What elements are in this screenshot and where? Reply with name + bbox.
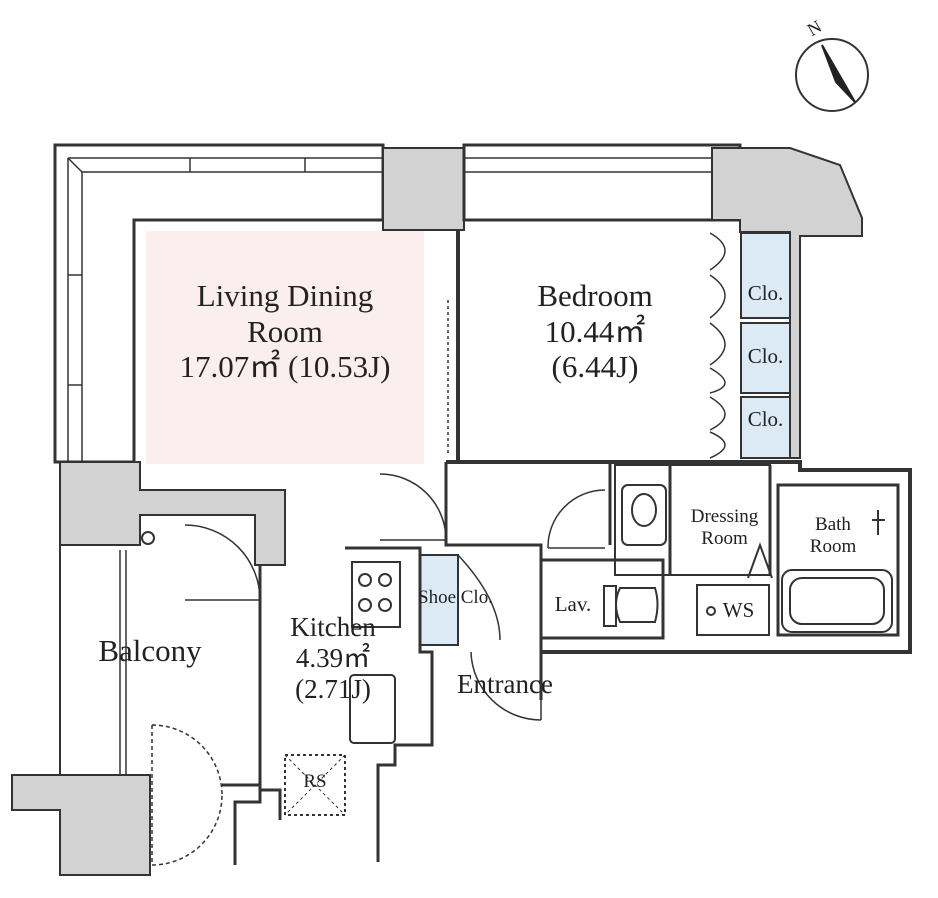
window-corner <box>67 157 83 173</box>
window-frame-west <box>67 157 383 462</box>
entrance-label: Entrance <box>457 669 553 699</box>
closet-label-1: Clo. <box>747 281 784 305</box>
closet-2 <box>740 322 791 394</box>
balcony-outline <box>59 520 141 785</box>
shoe-closet <box>419 554 459 646</box>
burner-3 <box>358 598 372 612</box>
bedroom-area: 10.44㎡ <box>544 313 646 349</box>
washing-space-drain <box>706 606 716 616</box>
toilet <box>615 587 659 623</box>
kitchen-stove <box>351 561 401 628</box>
lavatory-door <box>547 489 606 549</box>
drain-icon <box>141 531 155 545</box>
living-room-name-line2: Room <box>247 313 323 349</box>
refrigerator-space-label: RS <box>303 771 327 792</box>
column-north-east <box>711 147 863 459</box>
washbasin-bowl <box>631 493 657 527</box>
bathtub <box>781 569 893 633</box>
closet-3 <box>740 396 791 459</box>
column-top <box>382 147 465 231</box>
balcony-side-door <box>151 724 223 866</box>
bath-room-line2: Room <box>809 535 857 557</box>
bath-room-line1: Bath <box>815 514 851 535</box>
dressing-washbasin <box>621 484 667 546</box>
bathtub-inner <box>789 577 885 625</box>
living-room-highlight <box>146 231 424 464</box>
shoe-closet-door <box>457 554 501 641</box>
closet-label-2: Clo. <box>747 344 784 368</box>
toilet-tank <box>603 585 617 627</box>
compass-circle <box>795 38 869 112</box>
entrance-door <box>470 651 542 721</box>
kitchen-sink <box>349 674 396 744</box>
closet-label-3: Clo. <box>747 407 784 431</box>
bath-room-label: Bath Room <box>788 514 878 558</box>
refrigerator-cross <box>284 754 346 816</box>
wall-balcony-south <box>222 783 262 865</box>
window-mullions <box>68 158 631 386</box>
dressing-room-line1: Dressing <box>690 506 759 527</box>
column-south-west <box>11 774 151 876</box>
window-frame-north <box>464 157 712 173</box>
living-room-name-line1: Living Dining <box>196 278 374 313</box>
living-room-label: Living Dining Room 17.07㎡ (10.53J) <box>146 278 424 385</box>
window-wall-north <box>462 143 742 222</box>
bedroom-name: Bedroom <box>537 278 653 313</box>
washing-space-box <box>696 584 770 636</box>
refrigerator-space <box>284 754 346 816</box>
bedroom-label: Bedroom 10.44㎡ (6.44J) <box>505 278 685 385</box>
kitchen-label: Kitchen 4.39㎡ (2.71J) <box>268 612 398 705</box>
balcony-label: Balcony <box>98 633 202 668</box>
closet-doors <box>709 232 726 459</box>
closet-1 <box>740 232 791 319</box>
burner-4 <box>378 598 392 612</box>
burner-2 <box>378 573 392 587</box>
burner-1 <box>358 573 372 587</box>
wall-bedroom-south <box>446 460 912 654</box>
balcony-door <box>184 524 261 601</box>
shoe-closet-label: Shoe Clo. <box>418 587 493 608</box>
bedroom-jo: (6.44J) <box>551 349 639 385</box>
wall-kitchen-west <box>258 565 282 820</box>
north-arrow-icon <box>821 44 856 103</box>
kitchen-area: 4.39㎡ <box>295 643 371 674</box>
column-west <box>59 461 286 566</box>
washing-space-label: WS <box>722 598 755 622</box>
kitchen-jo: (2.71J) <box>295 674 371 705</box>
dressing-hanger <box>747 542 773 579</box>
corridor-door <box>379 473 447 541</box>
dressing-room-label: Dressing Room <box>672 506 777 550</box>
window-wall-west <box>53 143 385 464</box>
bath-faucet <box>872 510 885 535</box>
bath-room-walls <box>776 483 900 637</box>
dressing-partition <box>668 465 772 575</box>
corridor-walls <box>444 462 612 700</box>
lavatory-label: Lav. <box>554 592 592 616</box>
kitchen-walls <box>345 546 434 862</box>
kitchen-name: Kitchen <box>290 612 376 642</box>
living-room-area: 17.07㎡ (10.53J) <box>179 349 391 385</box>
dressing-room-line2: Room <box>701 527 748 549</box>
